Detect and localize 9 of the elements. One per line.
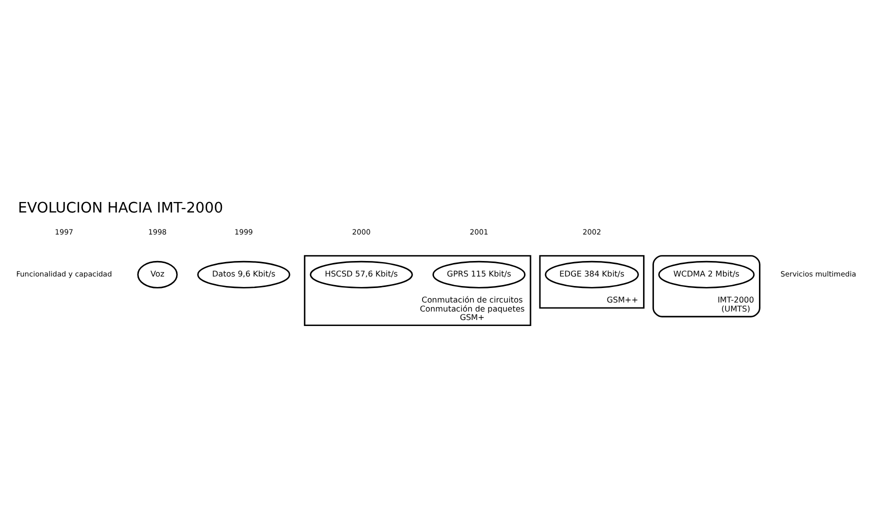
label: 1999 [234,227,253,236]
label: 2000 [352,227,371,236]
label: Funcionalidad y capacidad [16,269,112,278]
label: 2001 [470,227,488,236]
label: 2002 [582,227,602,236]
label: 1997 [54,227,74,236]
label: Servicios multimedia [780,269,856,278]
label: 1998 [148,227,167,236]
diagram-title: EVOLUCION HACIA IMT-2000 [18,200,224,216]
